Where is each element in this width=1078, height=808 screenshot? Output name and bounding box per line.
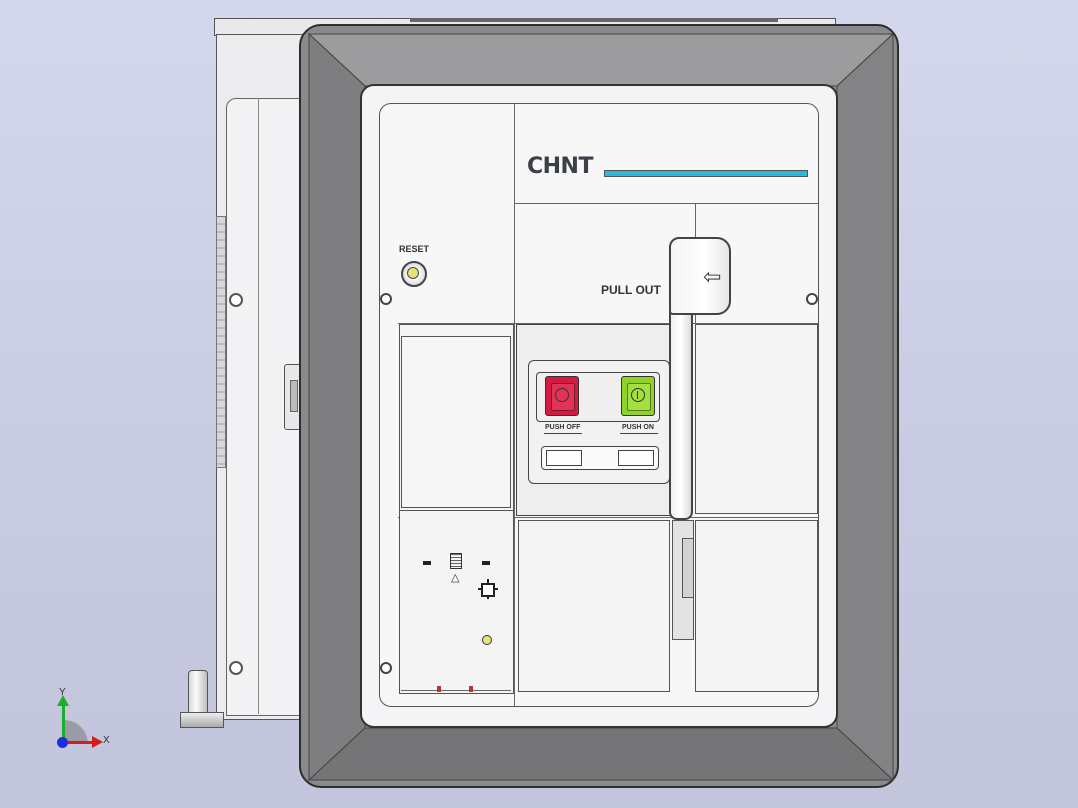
- z-axis-origin-icon: [57, 737, 68, 748]
- chassis-rail-line: [258, 98, 259, 714]
- panel-divider-horizontal: [398, 323, 818, 324]
- panel-screw-icon: [806, 293, 818, 305]
- center-module-lower: [518, 520, 670, 692]
- panel-screw-icon: [380, 662, 392, 674]
- indicator-led-right: [482, 561, 490, 565]
- y-axis-arrow-icon: [57, 695, 69, 706]
- chassis-top-edge: [410, 18, 778, 22]
- y-axis-label: Y: [59, 687, 66, 698]
- push-on-label: PUSH ON: [622, 424, 654, 431]
- seal-mark-icon: [469, 686, 473, 692]
- pull-out-label: PULL OUT: [601, 283, 661, 297]
- x-axis-label: X: [103, 735, 110, 746]
- push-off-underline: [544, 433, 582, 434]
- off-circle-icon: [555, 388, 569, 402]
- indicator-led-left: [423, 561, 431, 565]
- selector-switch[interactable]: [450, 553, 462, 569]
- chassis-screw-icon: [229, 661, 243, 675]
- push-off-label: PUSH OFF: [545, 424, 581, 431]
- warning-triangle-icon: △: [451, 572, 460, 584]
- accessory-module-upper: [695, 324, 818, 514]
- test-port-button[interactable]: [481, 583, 495, 597]
- brand-accent-bar: [604, 170, 808, 177]
- push-off-button[interactable]: [545, 376, 579, 416]
- handle-channel-slot: [682, 538, 694, 598]
- counter-window-right: [618, 450, 654, 466]
- push-on-underline: [620, 433, 658, 434]
- reset-label: RESET: [399, 244, 430, 254]
- mounting-bolt: [188, 670, 208, 716]
- mounting-bolt-nut: [180, 712, 224, 728]
- seal-mark-icon: [437, 686, 441, 692]
- push-on-button[interactable]: [621, 376, 655, 416]
- on-circle-icon: [631, 388, 645, 402]
- drawout-handle[interactable]: [669, 237, 731, 315]
- chassis-terminal-strip: [216, 216, 226, 468]
- accessory-module-lower: [695, 520, 818, 692]
- adjust-knob-icon[interactable]: [482, 635, 492, 645]
- x-axis-icon: [64, 741, 94, 744]
- brand-logo: CHNT: [527, 154, 593, 179]
- panel-divider-horizontal: [398, 517, 818, 518]
- reset-button-icon: [407, 267, 419, 279]
- chassis-latch-slot: [290, 380, 298, 412]
- panel-divider-vertical: [514, 104, 515, 706]
- panel-divider-horizontal: [515, 203, 818, 204]
- frame-bevel-graphic: [307, 32, 895, 782]
- x-axis-arrow-icon: [92, 736, 103, 748]
- counter-window-left: [546, 450, 582, 466]
- y-axis-icon: [62, 704, 65, 742]
- controller-bottom-edge: [401, 690, 511, 691]
- controller-module-lower: [399, 510, 514, 694]
- operation-counter: [541, 446, 659, 470]
- controller-display-window: [401, 336, 511, 508]
- chassis-screw-icon: [229, 293, 243, 307]
- panel-screw-icon: [380, 293, 392, 305]
- left-arrow-icon: ⇦: [703, 264, 722, 289]
